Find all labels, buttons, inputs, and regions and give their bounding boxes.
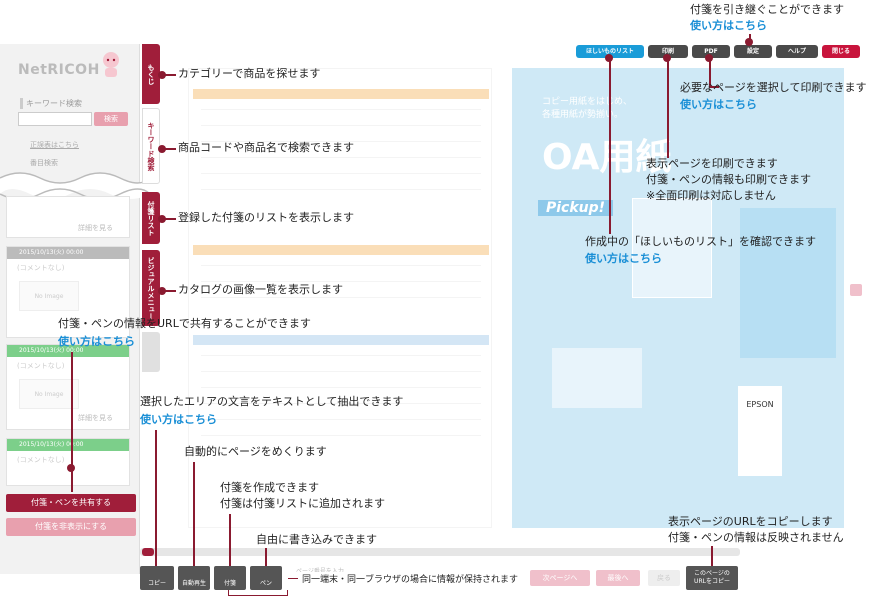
note-count-label: 番目検索 xyxy=(30,159,58,167)
annotation-text: 付箋・ペンの情報をURLで共有することができます xyxy=(58,317,311,330)
annotation-text: 自由に書き込みできます xyxy=(256,533,377,546)
next-page-button[interactable]: 次ページへ xyxy=(530,570,590,586)
print-button[interactable]: 印刷 xyxy=(648,45,688,58)
page-number-label: ページ番号を入力 xyxy=(296,566,344,575)
annotation-text: 表示ページのURLをコピーします xyxy=(668,515,833,528)
annotation-text: 付箋を引き継ぐことができます xyxy=(690,3,844,16)
note-more-link[interactable]: 詳細を見る xyxy=(78,224,113,232)
copy-url-button[interactable]: このページの URLをコピー xyxy=(686,566,738,590)
note-card[interactable]: 2015/10/13(火) 00:00 (コメントなし) No Image xyxy=(6,246,130,338)
annotation-text: 必要なページを選択して印刷できます xyxy=(680,81,867,94)
annotation-text: 登録した付箋のリストを表示します xyxy=(178,211,354,224)
tab-keyword-search[interactable]: キーワード検索 xyxy=(142,108,160,184)
annotation-text: 作成中の「ほしいものリスト」を確認できます xyxy=(585,235,816,248)
annotation-text: 選択したエリアの文言をテキストとして抽出できます xyxy=(140,395,404,408)
hide-notes-button[interactable]: 付箋を非表示にする xyxy=(6,518,136,536)
annotation-text: 付箋・ペンの情報も印刷できます xyxy=(646,173,811,186)
note-card[interactable]: 2015/10/13(火) 00:00 (コメントなし) xyxy=(6,438,130,486)
annotation-text: 表示ページを印刷できます xyxy=(646,157,778,170)
logo: NetRICOH xyxy=(18,62,100,78)
note-comment: (コメントなし) xyxy=(17,456,65,464)
note-date: 2015/10/13(火) 00:00 xyxy=(7,247,129,259)
annotation-text: カテゴリーで商品を探せます xyxy=(178,67,321,80)
auto-play-button[interactable]: 自動再生 xyxy=(178,566,210,590)
catalog-headline: コピー用紙をはじめ、 xyxy=(542,97,633,107)
page-edge-marker[interactable] xyxy=(850,284,862,296)
share-notes-button[interactable]: 付箋・ペンを共有する xyxy=(6,494,136,512)
mascot-icon xyxy=(103,52,119,77)
help-link[interactable]: 使い方はこちら xyxy=(140,413,217,426)
note-card[interactable]: 2015/10/13(火) 00:00 (コメントなし) No Image 詳細… xyxy=(6,344,130,430)
help-button[interactable]: ヘルプ xyxy=(776,45,818,58)
note-more-link[interactable]: 詳細を見る xyxy=(78,414,113,422)
page-scrollbar-thumb[interactable] xyxy=(142,548,154,556)
tab-other[interactable] xyxy=(142,332,160,372)
annotation-text: 付箋は付箋リストに追加されます xyxy=(220,497,385,510)
note-date: 2015/10/13(火) 00:00 xyxy=(7,439,129,451)
keyword-search-label: キーワード検索 xyxy=(20,98,82,109)
note-image: No Image xyxy=(19,281,79,311)
help-link[interactable]: 使い方はこちら xyxy=(58,335,135,348)
tab-visual-menu[interactable]: ビジュアルメニュー xyxy=(142,250,160,326)
annotation-text: カタログの画像一覧を表示します xyxy=(178,283,343,296)
annotation-text: 付箋を作成できます xyxy=(220,481,319,494)
note-button[interactable]: 付箋 xyxy=(214,566,246,590)
errata-link[interactable]: 正誤表はこちら xyxy=(30,141,79,149)
pdf-button[interactable]: PDF xyxy=(692,45,730,58)
help-link[interactable]: 使い方はこちら xyxy=(585,252,662,265)
copy-url-label: URLをコピー xyxy=(694,578,730,585)
catalog-headline: 各種用紙が勢揃い。 xyxy=(542,110,624,120)
annotation-text: 同一端末・同一ブラウザの場合に情報が保持されます xyxy=(300,572,521,585)
note-card[interactable]: 詳細を見る xyxy=(6,196,130,238)
note-comment: (コメントなし) xyxy=(17,362,65,370)
annotation-text: 付箋・ペンの情報は反映されません xyxy=(668,531,844,544)
wishlist-button[interactable]: ほしいものリスト xyxy=(576,45,644,58)
annotation-text: 商品コードや商品名で検索できます xyxy=(178,141,354,154)
catalog-page-right: コピー用紙をはじめ、 各種用紙が勢揃い。 OA用紙 Pickup! EPSON xyxy=(512,68,844,528)
note-comment: (コメントなし) xyxy=(17,264,65,272)
keyword-search-input[interactable] xyxy=(18,112,92,126)
catalog-page-left xyxy=(188,68,492,528)
back-button[interactable]: 戻る xyxy=(648,570,680,586)
note-image: No Image xyxy=(19,379,79,409)
pen-button[interactable]: ペン xyxy=(250,566,282,590)
copy-button[interactable]: コピー xyxy=(140,566,174,590)
help-link[interactable]: 使い方はこちら xyxy=(690,19,767,32)
annotation-text: ※全面印刷は対応しません xyxy=(646,189,776,202)
note-date: 2015/10/13(火) 00:00 xyxy=(7,345,129,357)
keyword-search-button[interactable]: 検索 xyxy=(94,112,128,126)
catalog-pickup: Pickup! xyxy=(538,200,614,216)
annotation-text: 自動的にページをめくります xyxy=(184,445,327,458)
close-button[interactable]: 閉じる xyxy=(822,45,860,58)
last-page-button[interactable]: 最後へ xyxy=(596,570,640,586)
settings-button[interactable]: 設定 xyxy=(734,45,772,58)
catalog-brand: EPSON xyxy=(746,400,774,409)
page-scrollbar[interactable] xyxy=(140,548,740,556)
tab-category[interactable]: もくじ xyxy=(142,44,160,104)
copy-url-label: このページの xyxy=(694,570,730,577)
tab-notes-list[interactable]: 付箋リスト xyxy=(142,192,160,244)
help-link[interactable]: 使い方はこちら xyxy=(680,98,757,111)
catalog-big-title: OA用紙 xyxy=(542,137,672,178)
